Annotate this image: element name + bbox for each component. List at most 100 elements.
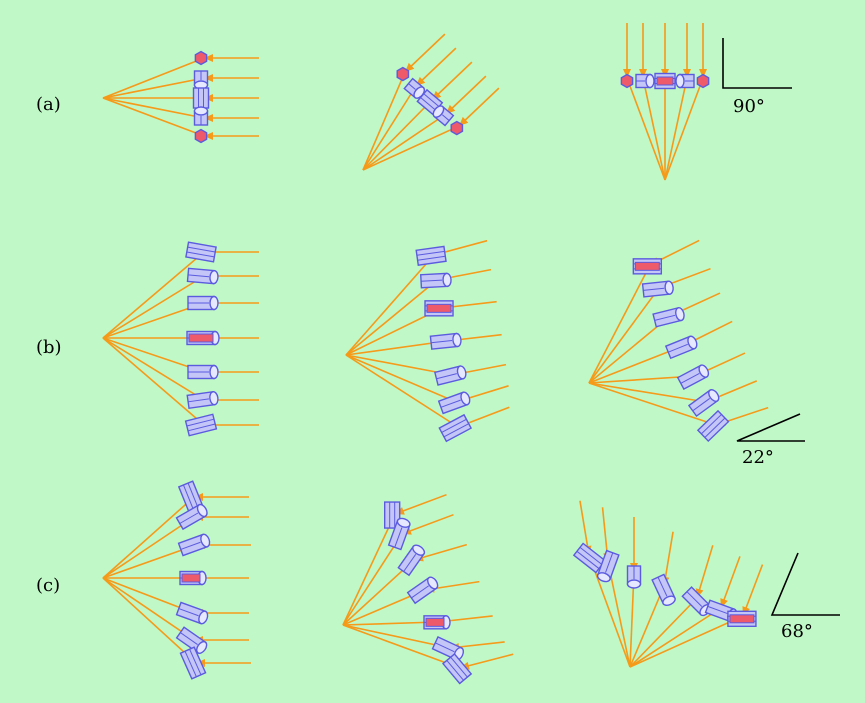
a-right-ray-0-arrow bbox=[623, 69, 631, 78]
c-right-ray-3-diffracted bbox=[629, 585, 665, 668]
c-left-crystal-2 bbox=[177, 533, 211, 557]
c-mid-crystal-3-edge bbox=[411, 585, 429, 599]
c-mid-crystal-6-edge2 bbox=[446, 660, 464, 681]
c-mid-crystal-0 bbox=[383, 501, 401, 529]
a-left-crystal-0 bbox=[194, 50, 208, 66]
c-left-crystal-6-edge bbox=[189, 648, 202, 675]
c-right-crystal-0-edge2 bbox=[576, 550, 600, 569]
b-left-crystal-face-3-face bbox=[188, 333, 214, 343]
b-left-crystal-0 bbox=[185, 241, 217, 263]
c-right-crystal-1-cap bbox=[596, 572, 611, 583]
b-left-crystal-0-edge2 bbox=[186, 251, 215, 258]
a-mid-ray-4-diffracted bbox=[362, 125, 460, 171]
c-right-ray-0-diffracted bbox=[588, 554, 631, 668]
b-mid-crystal-3-edge bbox=[431, 340, 453, 344]
c-mid-crystal-1-edge bbox=[394, 527, 403, 548]
b-right-crystal-4 bbox=[676, 364, 710, 391]
c-right-ray-6-incident bbox=[742, 564, 764, 617]
c-right-ray-0-incident bbox=[579, 500, 590, 556]
c-left-ray-6-diffracted bbox=[102, 577, 197, 664]
c-right-ray-6-diffracted bbox=[629, 615, 744, 668]
c-mid-crystal-6-edge bbox=[450, 656, 468, 678]
b-mid-ray-4-diffracted bbox=[345, 354, 453, 376]
c-mid-crystal-0-body bbox=[383, 501, 401, 529]
a-mid-crystal-4-face bbox=[450, 120, 464, 136]
a-left-crystal-4 bbox=[194, 128, 208, 144]
a-left-crystal-1 bbox=[193, 70, 209, 90]
c-right-crystal-face-6 bbox=[729, 614, 755, 624]
c-mid-crystal-2 bbox=[397, 544, 426, 577]
c-right-crystal-2 bbox=[626, 565, 642, 589]
a-right-ray-3-diffracted bbox=[664, 77, 688, 181]
c-mid-crystal-3 bbox=[406, 576, 439, 605]
a-right-ray-3-arrow bbox=[683, 69, 691, 78]
c-mid-crystal-3-cap bbox=[427, 576, 439, 590]
c-left-crystal-2-edge bbox=[180, 541, 201, 550]
b-mid-crystal-3 bbox=[429, 332, 462, 350]
c-right-crystal-1-edge bbox=[605, 552, 614, 573]
a-right-ray-0-diffracted bbox=[626, 77, 666, 181]
a-left-ray-3-arrow bbox=[204, 114, 213, 122]
a-right-crystal-1-cap bbox=[645, 73, 655, 89]
b-right-ray-3-diffracted bbox=[588, 345, 684, 384]
b-mid-crystal-face-2 bbox=[426, 303, 452, 313]
a-left-crystal-3-cap bbox=[193, 106, 209, 116]
c-right-crystal-4-edge bbox=[686, 591, 703, 607]
a-mid-ray-3-diffracted bbox=[362, 113, 447, 171]
b-right-ray-5-diffracted bbox=[588, 382, 707, 403]
b-right-crystal-4-cap bbox=[698, 364, 710, 378]
b-right-crystal-6-body bbox=[696, 409, 730, 443]
a-right-ray-4-arrow bbox=[699, 69, 707, 78]
b-left-ray-0-diffracted bbox=[102, 251, 205, 339]
c-left-crystal-4 bbox=[175, 601, 209, 625]
c-right-crystal-5-edge bbox=[707, 605, 728, 615]
c-right-ray-5-diffracted bbox=[629, 607, 722, 668]
a-left-crystal-0-face bbox=[194, 50, 208, 66]
b-mid-crystal-1 bbox=[419, 272, 452, 289]
b-mid-crystal-6 bbox=[438, 413, 473, 443]
b-left-crystal-2-cap bbox=[209, 295, 219, 311]
b-right-crystal-3-cap bbox=[687, 335, 698, 350]
a-mid-crystal-3-edge bbox=[441, 114, 450, 121]
b-left-crystal-5-cap bbox=[209, 391, 219, 406]
c-mid-ray-0-incident bbox=[394, 493, 447, 515]
a-mid-crystal-2-edge bbox=[423, 93, 440, 107]
c-left-ray-5-diffracted bbox=[102, 577, 195, 641]
a-left-ray-3-diffracted bbox=[102, 97, 205, 119]
b-mid-crystal-0 bbox=[415, 245, 447, 266]
b-mid-ray-1-diffracted bbox=[345, 279, 438, 356]
c-mid-ray-1-diffracted bbox=[342, 533, 403, 626]
c-mid-ray-0-diffracted bbox=[342, 513, 396, 626]
a-right-crystal-face-2 bbox=[656, 76, 674, 86]
c-left-crystal-4-cap bbox=[198, 610, 209, 625]
b-right-crystal-6-edge bbox=[700, 414, 722, 435]
b-right-ray-0-diffracted bbox=[588, 264, 651, 384]
c-mid-crystal-1-cap bbox=[396, 517, 411, 528]
angle-label-22: 22° bbox=[742, 447, 774, 468]
c-mid-ray-1-incident bbox=[401, 513, 454, 535]
b-mid-ray-5-diffracted bbox=[345, 354, 457, 403]
c-mid-crystal-face-4 bbox=[425, 617, 445, 627]
a-right-ray-1-arrow bbox=[639, 69, 647, 78]
b-mid-crystal-1-cap bbox=[442, 272, 452, 288]
a-right-ray-1-diffracted bbox=[642, 77, 666, 181]
b-mid-crystal-3-cap bbox=[452, 332, 462, 348]
b-right-crystal-2-edge bbox=[654, 314, 676, 321]
b-left-crystal-4-cap bbox=[209, 364, 219, 380]
c-mid-ray-2-incident bbox=[413, 543, 468, 561]
c-mid-ray-4-diffracted bbox=[342, 621, 439, 626]
c-left-ray-1-diffracted bbox=[102, 516, 195, 579]
a-right-crystal-4 bbox=[696, 73, 710, 89]
b-mid-crystal-4-cap bbox=[456, 365, 467, 380]
c-mid-ray-5-diffracted bbox=[342, 624, 451, 649]
c-right-ray-5-incident bbox=[720, 556, 741, 609]
b-mid-crystal-1-edge bbox=[421, 279, 443, 282]
b-right-crystal-1 bbox=[641, 280, 674, 298]
c-mid-crystal-1 bbox=[387, 517, 411, 551]
a-mid-crystal-0 bbox=[396, 66, 410, 82]
a-right-crystal-3-cap bbox=[675, 73, 685, 89]
b-left-crystal-0-body bbox=[185, 241, 217, 263]
c-right-crystal-3-edge bbox=[657, 576, 668, 597]
b-right-crystal-2 bbox=[652, 306, 685, 328]
b-right-crystal-1-cap bbox=[664, 280, 674, 295]
